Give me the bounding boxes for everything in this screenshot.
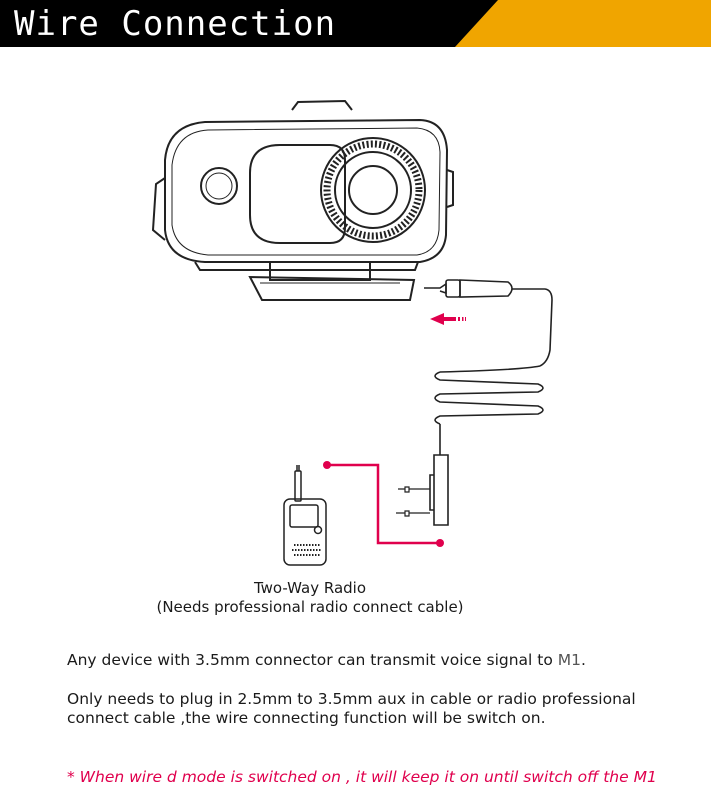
insert-arrow bbox=[430, 313, 466, 325]
intercom-device-illustration bbox=[151, 99, 454, 301]
note-warning: * When wire d mode is switched on , it w… bbox=[67, 768, 657, 786]
paragraph-end: . bbox=[581, 651, 586, 669]
header-accent-stripe bbox=[455, 0, 711, 47]
model-name: M1 bbox=[557, 651, 582, 669]
radio-sublabel: (Needs professional radio connect cable) bbox=[156, 598, 464, 616]
wire-connection-diagram bbox=[151, 99, 553, 566]
paragraph-compatibility: Any device with 3.5mm connector can tran… bbox=[67, 651, 667, 670]
page-title: Wire Connection bbox=[14, 4, 337, 44]
header-banner bbox=[0, 0, 711, 47]
paragraph-text: Any device with 3.5mm connector can tran… bbox=[67, 651, 558, 669]
paragraph-instructions: Only needs to plug in 2.5mm to 3.5mm aux… bbox=[67, 690, 636, 727]
two-way-radio-icon bbox=[283, 465, 327, 566]
coiled-cable-illustration bbox=[396, 279, 553, 526]
radio-label: Two-Way Radio bbox=[253, 579, 367, 597]
connection-line bbox=[323, 461, 444, 547]
